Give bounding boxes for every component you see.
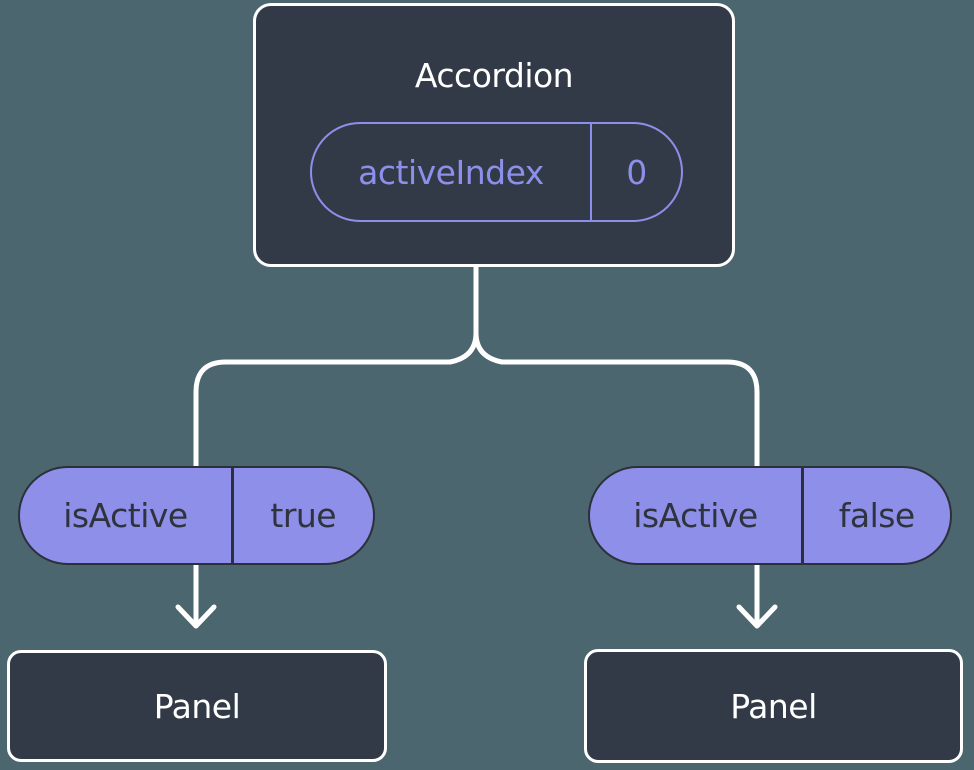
state-pill: activeIndex 0 bbox=[310, 122, 683, 222]
prop-pill-divider bbox=[231, 468, 234, 563]
prop-pill-right: isActive false bbox=[588, 466, 952, 565]
prop-pill-value: false bbox=[838, 496, 916, 535]
prop-pill-name: isActive bbox=[633, 496, 758, 535]
panel-node-title: Panel bbox=[153, 686, 241, 726]
prop-pill-value: true bbox=[270, 496, 337, 535]
arrowhead-down-left-icon bbox=[175, 604, 217, 629]
accordion-node: Accordion activeIndex 0 bbox=[253, 3, 735, 267]
accordion-node-title: Accordion bbox=[414, 56, 574, 95]
panel-node-right: Panel bbox=[584, 649, 963, 763]
state-pill-divider bbox=[590, 124, 592, 220]
prop-pill-left: isActive true bbox=[18, 466, 375, 565]
panel-node-title: Panel bbox=[730, 686, 817, 726]
state-pill-name: activeIndex bbox=[358, 152, 544, 192]
connector-branch-right bbox=[473, 263, 760, 627]
state-pill-value: 0 bbox=[626, 152, 647, 192]
connector-branch-left bbox=[193, 263, 479, 627]
prop-pill-name: isActive bbox=[63, 496, 188, 535]
arrowhead-down-right-icon bbox=[736, 604, 778, 629]
panel-node-left: Panel bbox=[7, 650, 387, 762]
prop-pill-divider bbox=[801, 468, 804, 563]
